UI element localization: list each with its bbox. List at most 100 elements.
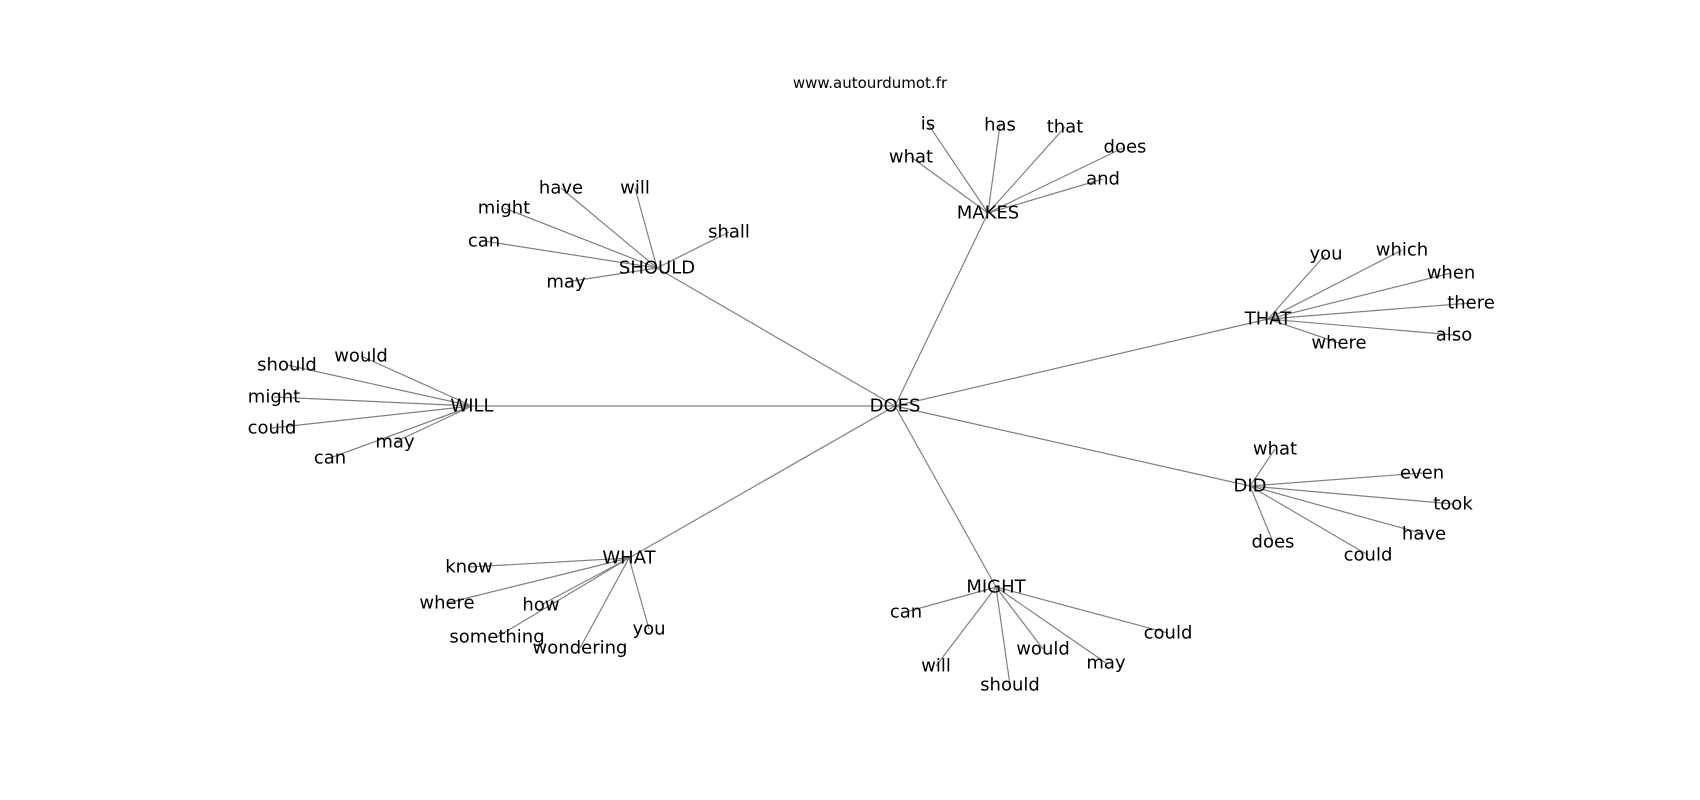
leaf-node-label-that-where: where: [1311, 333, 1366, 354]
edge-should-shall: [656, 231, 730, 269]
hub-node-label-might: MIGHT: [966, 577, 1026, 598]
leaf-node-label-did-could: could: [1344, 545, 1393, 566]
leaf-node-label-makes-is: is: [921, 114, 935, 135]
leaf-node-label-will-may: may: [375, 432, 415, 453]
edge-that-when: [1267, 272, 1452, 320]
leaf-node-label-might-should: should: [980, 675, 1040, 696]
edge-might-should: [995, 586, 1011, 686]
leaf-node-label-did-took: took: [1433, 494, 1473, 515]
edge-might-can: [905, 586, 997, 613]
leaf-node-label-makes-does: does: [1104, 137, 1147, 158]
edge-will-could: [271, 405, 473, 429]
leaf-node-label-might-can: can: [890, 602, 922, 623]
edge-might-could: [995, 586, 1169, 634]
edge-might-may: [995, 586, 1107, 664]
leaf-node-label-makes-and: and: [1086, 169, 1120, 190]
edge-what-where: [446, 557, 630, 604]
leaf-node-label-did-does: does: [1252, 532, 1295, 553]
leaf-node-label-what-how: how: [522, 595, 559, 616]
leaf-node-label-what-where: where: [419, 593, 474, 614]
edge-makes-what: [910, 156, 989, 214]
edge-will-can: [329, 405, 473, 459]
edge-will-would: [360, 355, 473, 407]
edge-that-which: [1267, 249, 1403, 320]
hub-node-label-will: WILL: [450, 396, 493, 417]
edge-root-might: [894, 405, 997, 588]
leaf-node-label-should-shall: shall: [708, 222, 750, 243]
leaf-node-label-that-also: also: [1436, 325, 1472, 346]
leaf-node-label-should-can: can: [468, 231, 500, 252]
leaf-node-label-what-something: something: [449, 627, 544, 648]
leaf-node-label-that-which: which: [1376, 240, 1428, 261]
leaf-node-label-will-can: can: [314, 448, 346, 469]
edge-did-have: [1249, 485, 1425, 535]
leaf-node-label-did-have: have: [1402, 524, 1446, 545]
edge-might-will: [935, 586, 997, 667]
edge-will-might: [273, 396, 473, 407]
edge-should-can: [483, 240, 658, 269]
leaf-node-label-did-what: what: [1253, 439, 1297, 460]
edge-should-may: [565, 267, 658, 283]
edge-that-you: [1267, 253, 1327, 320]
leaf-node-label-might-could: could: [1144, 623, 1193, 644]
leaf-node-label-should-might: might: [478, 198, 530, 219]
leaf-node-label-that-there: there: [1447, 293, 1495, 314]
leaf-node-label-will-might: might: [248, 387, 300, 408]
hub-node-label-what: WHAT: [602, 548, 656, 569]
edge-might-would: [995, 586, 1044, 650]
leaf-node-label-might-may: may: [1086, 653, 1126, 674]
leaf-node-label-makes-what: what: [889, 147, 933, 168]
hub-node-label-that: THAT: [1244, 309, 1292, 330]
edge-will-may: [394, 405, 473, 443]
hub-node-label-did: DID: [1233, 476, 1266, 497]
leaf-node-label-should-have: have: [539, 178, 583, 199]
edge-did-took: [1249, 485, 1454, 505]
edge-makes-that: [987, 126, 1066, 214]
hub-node-label-makes: MAKES: [957, 203, 1019, 224]
leaf-node-label-might-would: would: [1016, 639, 1070, 660]
edge-root-did: [894, 405, 1251, 487]
edge-did-could: [1249, 485, 1369, 556]
leaf-node-label-makes-that: that: [1047, 117, 1084, 138]
edge-root-what: [628, 405, 896, 559]
leaf-node-label-that-you: you: [1309, 244, 1342, 265]
hub-node-label-should: SHOULD: [619, 258, 695, 279]
edge-what-wondering: [579, 557, 630, 649]
edge-should-will: [634, 187, 658, 269]
edge-what-you: [628, 557, 650, 630]
edge-makes-and: [987, 178, 1104, 214]
edge-makes-does: [987, 146, 1126, 214]
edge-that-also: [1267, 318, 1455, 336]
edge-root-that: [894, 318, 1269, 407]
edge-did-what: [1249, 448, 1276, 487]
edge-that-there: [1267, 302, 1472, 320]
edge-makes-has: [987, 124, 1001, 214]
edge-did-does: [1249, 485, 1274, 543]
leaf-node-label-will-would: would: [334, 346, 388, 367]
leaf-node-label-should-will: will: [620, 178, 650, 199]
edge-should-might: [503, 207, 658, 269]
edge-what-how: [540, 557, 630, 606]
leaf-node-label-what-you: you: [632, 619, 665, 640]
leaf-node-label-will-should: should: [257, 355, 317, 376]
edge-that-where: [1267, 318, 1340, 344]
leaf-node-label-might-will: will: [921, 656, 951, 677]
edge-what-something: [496, 557, 630, 638]
edge-what-know: [468, 557, 630, 568]
leaf-node-label-what-know: know: [445, 557, 493, 578]
graph-edges: [271, 123, 1472, 686]
leaf-node-label-that-when: when: [1427, 263, 1476, 284]
leaf-node-label-will-could: could: [248, 418, 297, 439]
site-caption: www.autourdumot.fr: [793, 74, 948, 92]
leaf-node-label-should-may: may: [546, 272, 586, 293]
edge-root-makes: [894, 212, 989, 407]
edge-makes-is: [927, 123, 989, 214]
leaf-node-label-makes-has: has: [984, 115, 1016, 136]
leaf-node-label-what-wondering: wondering: [533, 638, 628, 659]
edge-should-have: [560, 187, 658, 269]
edge-root-should: [656, 267, 896, 407]
edge-will-should: [286, 364, 473, 407]
edge-did-even: [1249, 472, 1423, 487]
